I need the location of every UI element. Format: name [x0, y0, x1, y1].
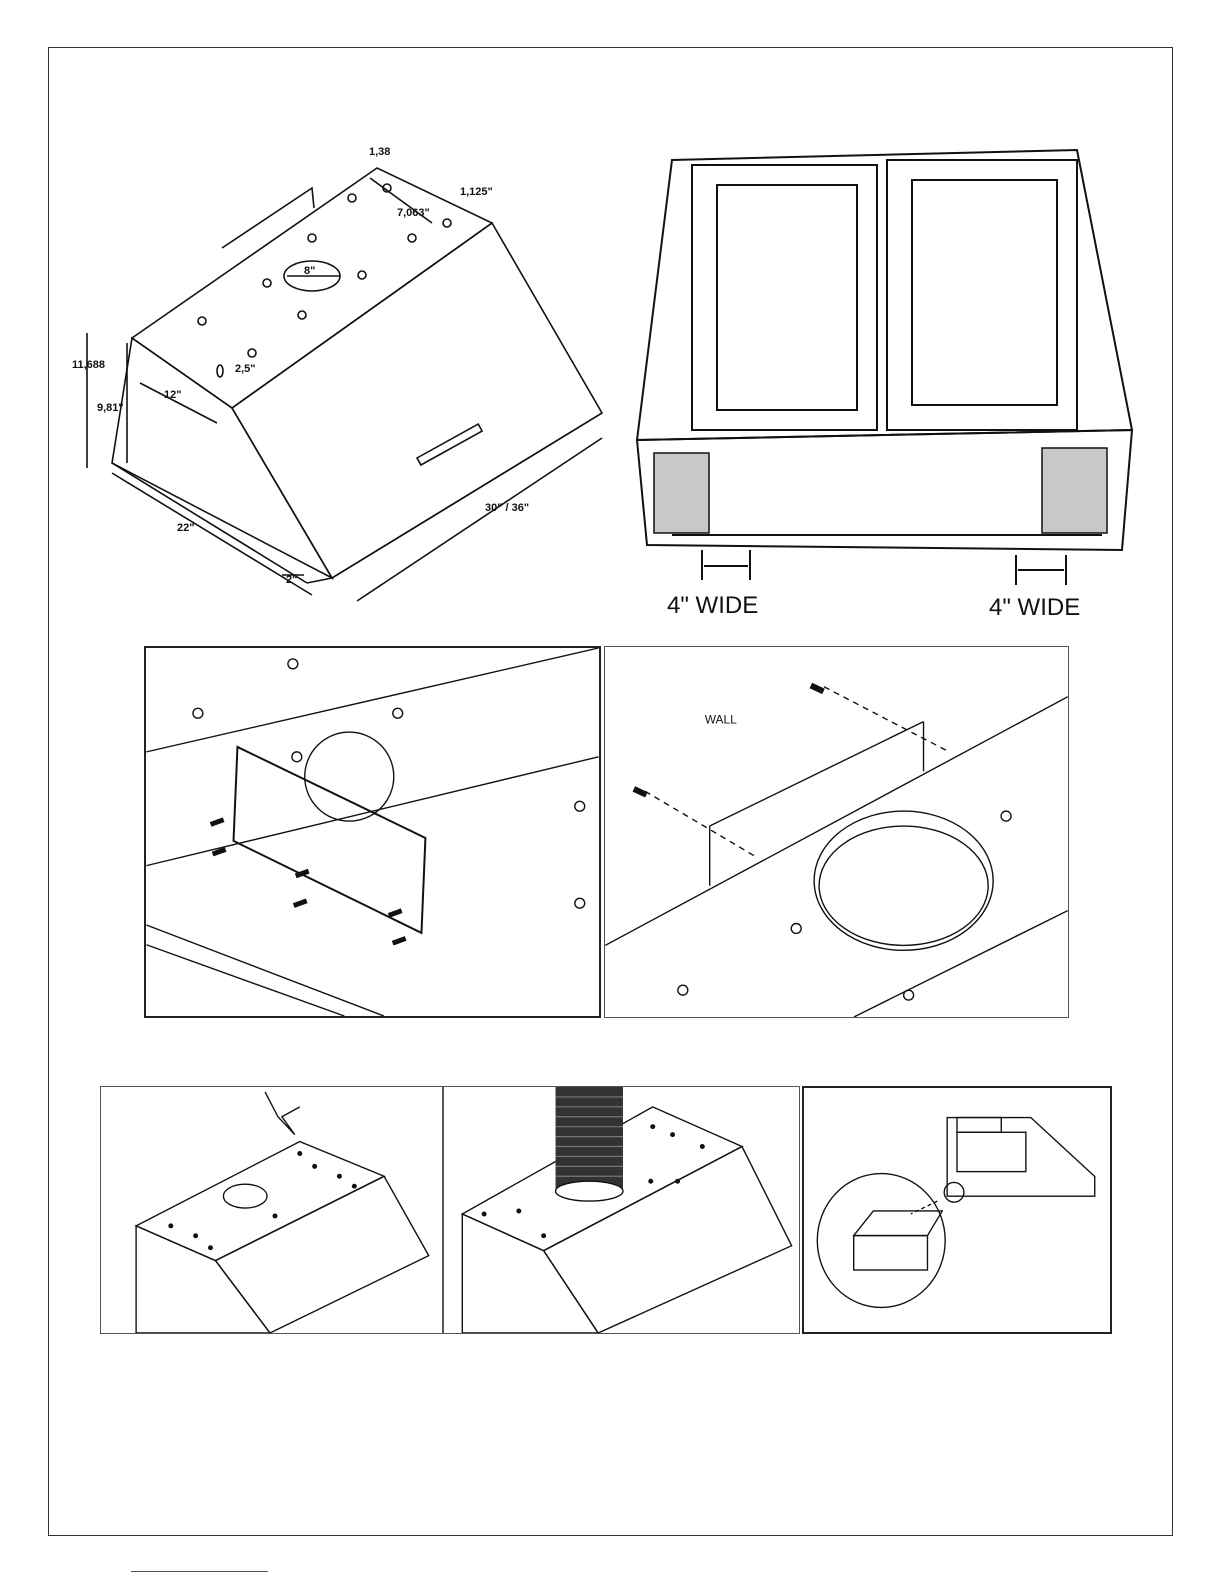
hood-dimensions-drawing: 1,38 1,125" 7,063" 8" 2,5" 12" 11,688 9,… — [72, 133, 632, 620]
dim-8: 8" — [304, 265, 315, 277]
knockout-figure — [100, 1086, 443, 1334]
right-width-label: 4" WIDE — [989, 594, 1080, 620]
cabinet-drawing: 4" WIDE 4" WIDE — [632, 140, 1142, 620]
cabinet-figure: 4" WIDE 4" WIDE — [632, 140, 1142, 620]
wall-mount-drawing: WALL — [605, 647, 1068, 1017]
wall-label: WALL — [705, 713, 737, 727]
filter-detail-drawing — [804, 1088, 1110, 1332]
mounting-plate-figure — [144, 646, 601, 1018]
wall-mount-figure: WALL — [604, 646, 1069, 1018]
duct-figure — [443, 1086, 800, 1334]
left-width-label: 4" WIDE — [667, 592, 758, 619]
dim-1-38: 1,38 — [369, 146, 390, 158]
dim-30-36: 30" / 36" — [485, 502, 529, 514]
duct-drawing — [444, 1087, 799, 1333]
dim-2-5: 2,5" — [235, 363, 256, 375]
dim-1-125: 1,125" — [460, 186, 493, 198]
flexible-duct — [556, 1087, 623, 1191]
right-mounting-strip — [1042, 448, 1107, 533]
hood-dimensions-figure: 1,38 1,125" 7,063" 8" 2,5" 12" 11,688 9,… — [72, 133, 632, 620]
dim-11-688: 11,688 — [72, 359, 105, 371]
footer-link-underline[interactable] — [131, 1571, 268, 1572]
dim-7-063: 7,063" — [397, 207, 430, 219]
filter-detail-figure — [802, 1086, 1112, 1334]
knockout-drawing — [101, 1087, 442, 1333]
dim-22: 22" — [177, 522, 194, 534]
dim-9-81: 9,81" — [97, 402, 124, 414]
dim-2: 2" — [286, 574, 297, 586]
dim-12: 12" — [164, 389, 181, 401]
mounting-plate-drawing — [146, 648, 599, 1016]
left-mounting-strip — [654, 453, 709, 533]
